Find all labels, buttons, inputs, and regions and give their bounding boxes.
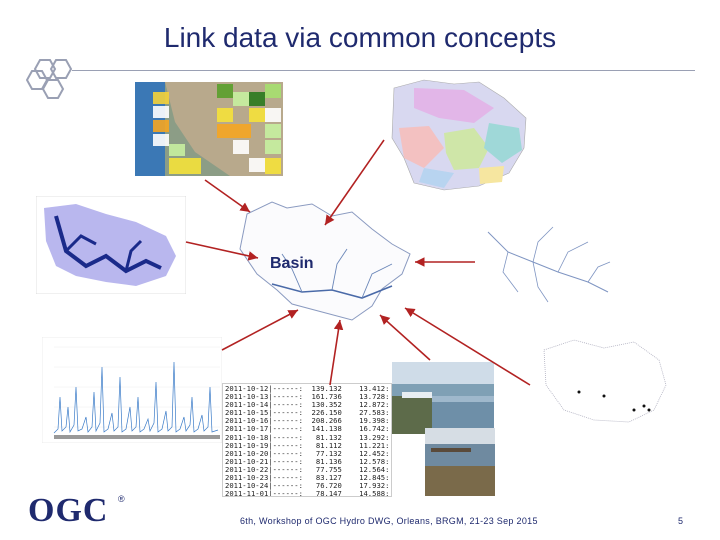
timeseries-row: 2011-11-01|------: 78.147 14.588: -999 xyxy=(225,489,390,497)
basin-raster-map xyxy=(36,196,186,294)
timeseries-row: 2011-10-19|------: 81.112 11.221: -999 xyxy=(225,440,390,450)
river-photo-1 xyxy=(392,362,494,434)
timeseries-row: 2011-10-16|------: 208.266 19.398: -999 xyxy=(225,416,390,426)
grid-raster-map xyxy=(135,82,283,176)
ogc-registered-mark: ® xyxy=(118,494,125,504)
slide-title: Link data via common concepts xyxy=(163,22,557,53)
footer-text: 6th, Workshop of OGC Hydro DWG, Orleans,… xyxy=(240,516,538,526)
title-rule xyxy=(72,70,695,71)
river-network-map xyxy=(478,212,618,312)
timeseries-row: 2011-10-21|------: 81.136 12.578: -999 xyxy=(225,456,390,466)
basin-label: Basin xyxy=(270,255,314,272)
timeseries-row: 2011-10-14|------: 130.352 12.872: -999 xyxy=(225,400,390,410)
timeseries-row: 2011-10-24|------: 76.720 17.932: -999 xyxy=(225,481,390,491)
page-number: 5 xyxy=(678,516,684,526)
ogc-logo: OGC xyxy=(28,492,109,529)
timeseries-chart xyxy=(42,337,222,443)
timeseries-row: 2011-10-18|------: 81.132 13.292: -999 xyxy=(225,432,390,442)
timeseries-row: 2011-10-15|------: 226.150 27.583: -999 xyxy=(225,408,390,418)
timeseries-row: 2011-10-22|------: 77.755 12.564: -999 xyxy=(225,464,390,474)
timeseries-row: 2011-10-12|------: 139.132 13.412: -999 xyxy=(225,384,390,393)
timeseries-table: 2011-10-12|------: 139.132 13.412: -9992… xyxy=(222,383,392,497)
hexagon-logo-icon xyxy=(26,59,73,99)
timeseries-row: 2011-10-17|------: 141.138 16.742: -999 xyxy=(225,424,390,434)
river-photo-2 xyxy=(425,428,495,496)
zones-map xyxy=(384,78,534,194)
timeseries-row: 2011-10-13|------: 161.736 13.728: -999 xyxy=(225,392,390,402)
timeseries-row: 2011-10-20|------: 77.132 12.452: -999 xyxy=(225,448,390,458)
stations-map xyxy=(534,330,674,430)
timeseries-row: 2011-10-23|------: 83.127 12.845: -999 xyxy=(225,473,390,483)
basin-outline-map xyxy=(232,194,417,326)
